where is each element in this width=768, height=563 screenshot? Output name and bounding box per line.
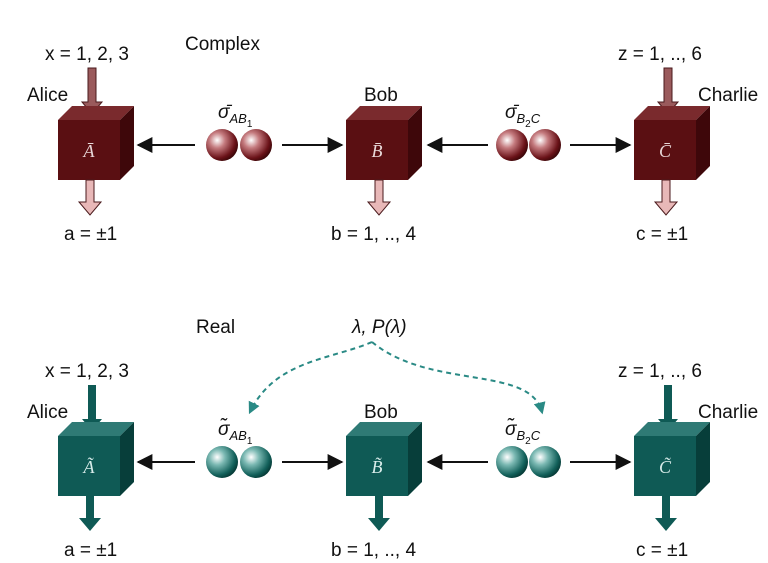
bob-output-arrow-real [368, 496, 390, 531]
ab-source-label: σ̄AB1 [218, 102, 253, 130]
bob-output-label: b = 1, .., 4 [331, 224, 416, 245]
charlie-output-arrow [655, 180, 677, 215]
bc-particle-left-real [496, 446, 528, 478]
bob-box-label: B̄ [372, 141, 383, 161]
ab-source-label-real: σ̃AB1 [218, 418, 253, 447]
bc-source-label: σ̄B2C [505, 102, 541, 130]
alice-output-label: a = ±1 [64, 224, 117, 245]
bc-particle-left [496, 129, 528, 161]
ab-particle-right-real [240, 446, 272, 478]
alice-output-label-real: a = ±1 [64, 540, 117, 561]
charlie-box-label-real: C̃ [659, 457, 672, 477]
bob-box-label-real: B̃ [372, 457, 383, 477]
bc-source-label-real: σ̃B2C [505, 418, 541, 447]
charlie-box-real: C̃ [634, 422, 710, 496]
bc-particle-right [529, 129, 561, 161]
alice-output-arrow [79, 180, 101, 215]
real-panel: Real λ, P(λ) x = 1, 2, 3 Alice Ã a = ±1 … [27, 317, 758, 561]
charlie-box-complex: C̄ [634, 106, 710, 180]
ab-particle-left [206, 129, 238, 161]
charlie-name: Charlie [698, 85, 758, 106]
alice-name: Alice [27, 85, 68, 106]
charlie-input-label-real: z = 1, .., 6 [618, 361, 702, 382]
complex-panel: Complex x = 1, 2, 3 Alice Ā a = ±1 σ̄AB1… [27, 34, 758, 245]
charlie-name-real: Charlie [698, 402, 758, 423]
bob-name: Bob [364, 85, 398, 106]
hidden-variable-arrow-left [250, 342, 372, 412]
complex-title: Complex [185, 34, 260, 55]
alice-box-label-real: Ã [83, 457, 96, 477]
alice-input-label: x = 1, 2, 3 [45, 44, 129, 65]
real-title: Real [196, 317, 235, 338]
alice-box-complex: Ā [58, 106, 134, 180]
alice-box-label: Ā [83, 141, 96, 161]
bob-output-arrow [368, 180, 390, 215]
bob-box-real: B̃ [346, 422, 422, 496]
alice-output-arrow-real [79, 496, 101, 531]
alice-box-real: Ã [58, 422, 134, 496]
ab-particle-right [240, 129, 272, 161]
alice-name-real: Alice [27, 402, 68, 423]
bob-output-label-real: b = 1, .., 4 [331, 540, 416, 561]
ab-particle-left-real [206, 446, 238, 478]
charlie-input-label: z = 1, .., 6 [618, 44, 702, 65]
bc-particle-right-real [529, 446, 561, 478]
hidden-variable-label: λ, P(λ) [351, 317, 407, 338]
charlie-output-label-real: c = ±1 [636, 540, 688, 561]
alice-input-label-real: x = 1, 2, 3 [45, 361, 129, 382]
charlie-box-label: C̄ [659, 141, 672, 161]
bob-box-complex: B̄ [346, 106, 422, 180]
charlie-output-arrow-real [655, 496, 677, 531]
bob-name-real: Bob [364, 402, 398, 423]
charlie-output-label: c = ±1 [636, 224, 688, 245]
